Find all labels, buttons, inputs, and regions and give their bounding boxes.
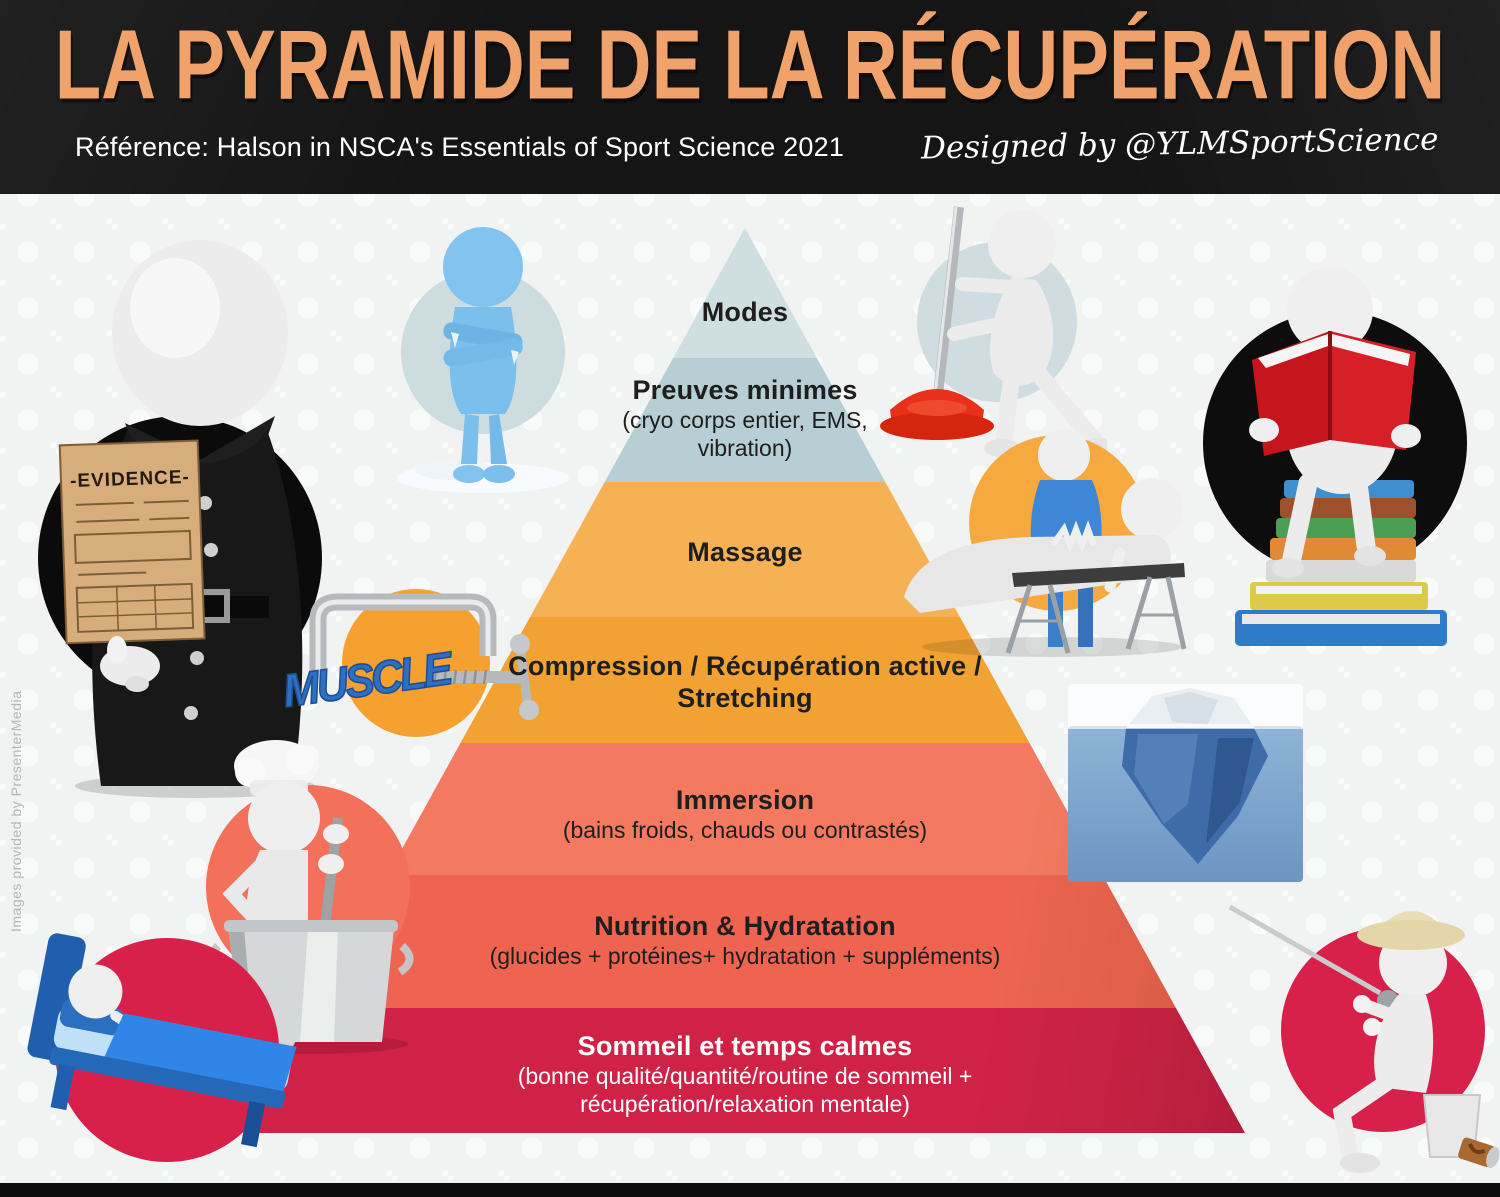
plunger-handle (932, 206, 964, 405)
patient-head (1121, 478, 1183, 540)
fishing-rod (1228, 904, 1382, 996)
chef-cooking-pot-illustration (206, 740, 414, 1054)
evidence-envelope: -EVIDENCE- (58, 439, 206, 645)
sleeping-in-bed-illustration (27, 933, 297, 1162)
bait-can (1458, 1137, 1500, 1169)
chef-head (248, 782, 320, 854)
sleeper-head (68, 964, 123, 1019)
reference-text: Référence: Halson in NSCA's Essentials o… (75, 132, 845, 162)
circle-backdrop (342, 589, 490, 737)
masseur-head (1038, 429, 1090, 481)
evidence-label: -EVIDENCE- (70, 467, 190, 492)
plunger-vibration-figure-illustration (880, 206, 1107, 457)
page-title: LA PYRAMIDE DE LA RÉCUPÉRATION (54, 10, 1446, 121)
figure-head (1287, 267, 1373, 353)
header: LA PYRAMIDE DE LA RÉCUPÉRATION Référence… (0, 0, 1500, 194)
cryotherapy-figure-illustration (397, 227, 569, 493)
massage-table-scene-illustration (904, 429, 1187, 657)
muscle-compression-clamp-illustration: MUSCLE (279, 589, 539, 737)
book-stack (1235, 480, 1447, 646)
bed (27, 933, 297, 1148)
bottom-black-bar (0, 1183, 1500, 1197)
reading-on-books-illustration (1203, 267, 1467, 646)
headboard (27, 933, 86, 1062)
figure-head (988, 210, 1056, 278)
watermark-credit: Images provided by PresenterMedia (8, 690, 24, 932)
credit-text: Designed by @YLMSportScience (920, 121, 1439, 167)
table-top (1012, 563, 1185, 587)
fisherman-relaxing-illustration (1228, 904, 1500, 1173)
figure-head (443, 227, 523, 307)
detective-with-evidence-illustration: -EVIDENCE- (38, 240, 322, 798)
iceberg-immersion-illustration (1068, 684, 1303, 882)
blanket (102, 1013, 297, 1107)
